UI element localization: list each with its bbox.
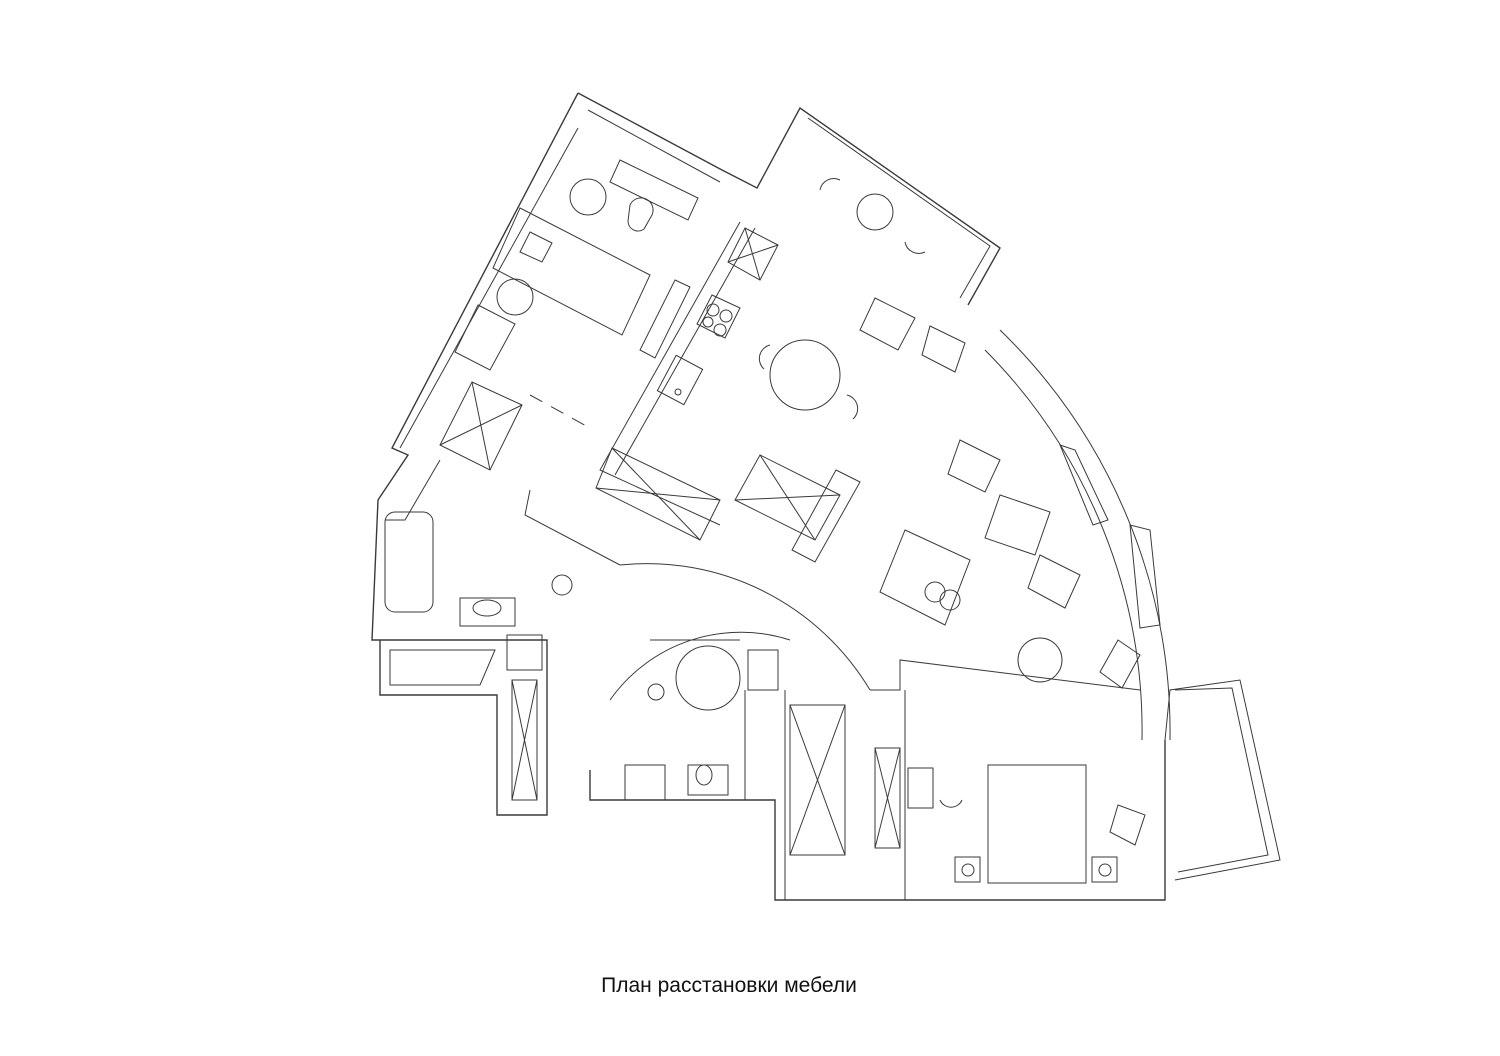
interior-walls <box>385 221 1141 900</box>
outer-walls <box>371 92 1281 901</box>
kitchen-furniture <box>595 227 861 563</box>
drawing-caption: План расстановки мебели <box>601 974 857 997</box>
balcony-furniture <box>819 178 926 254</box>
bathroom-fixtures <box>384 511 779 801</box>
living-furniture <box>859 297 1161 689</box>
bedroom-furniture <box>439 159 699 471</box>
bedroom2-furniture <box>789 704 1146 884</box>
